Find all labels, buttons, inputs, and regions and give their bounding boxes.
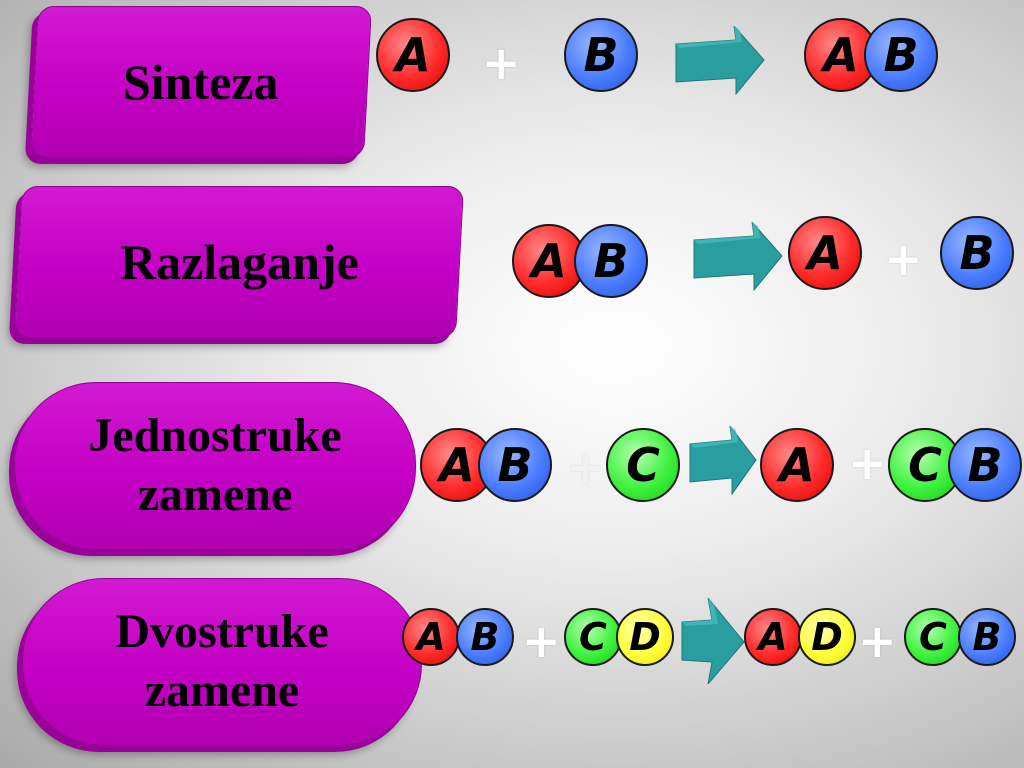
atom-d: D (616, 608, 674, 666)
atom-b: B (478, 428, 552, 502)
atom-b: B (940, 216, 1014, 290)
atom-a: A (376, 18, 450, 92)
plus-sign: + (482, 36, 521, 90)
atom-b: B (864, 18, 938, 92)
atom-c: C (904, 608, 962, 666)
plus-sign: + (522, 614, 561, 668)
label-single-replacement-text: Jednostruke zamene (88, 409, 342, 521)
plus-sign: + (858, 614, 897, 668)
atom-a: A (760, 428, 834, 502)
label-decomposition: Razlaganje (14, 186, 464, 338)
atom-b: B (958, 608, 1016, 666)
plus-sign: + (884, 232, 923, 286)
label-double-replacement: Dvostruke zamene (22, 578, 422, 746)
label-single-replacement: Jednostruke zamene (14, 382, 416, 550)
atom-a: A (420, 428, 494, 502)
atom-b: B (564, 18, 638, 92)
atom-c: C (606, 428, 680, 502)
plus-sign: + (848, 436, 887, 490)
atom-c: C (888, 428, 962, 502)
atom-b: B (948, 428, 1022, 502)
label-synthesis: Sinteza (30, 6, 372, 158)
label-synthesis-text: Sinteza (123, 53, 279, 110)
label-double-replacement-text: Dvostruke zamene (115, 605, 329, 717)
atom-a: A (788, 216, 862, 290)
label-decomposition-text: Razlaganje (119, 233, 359, 290)
atom-c: C (564, 608, 622, 666)
atom-a: A (402, 608, 460, 666)
atom-a: A (744, 608, 802, 666)
atom-b: B (574, 224, 648, 298)
plus-sign: + (566, 440, 605, 494)
atom-d: D (798, 608, 856, 666)
reaction-arrow (681, 598, 745, 684)
reaction-arrow (675, 26, 765, 96)
atom-b: B (456, 608, 514, 666)
atom-a: A (804, 18, 878, 92)
reaction-arrow (689, 426, 757, 496)
reaction-arrow (693, 222, 783, 292)
